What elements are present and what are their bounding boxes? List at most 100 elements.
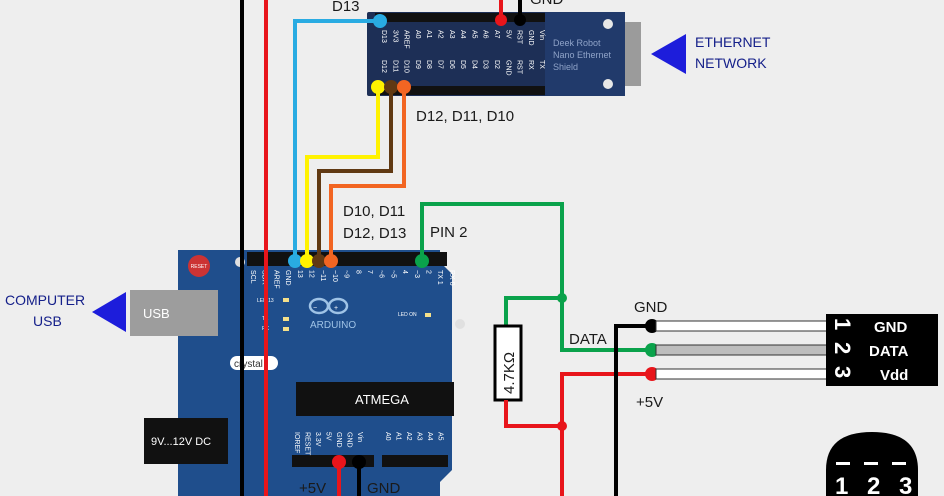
reset-label: RESET [191,264,208,270]
shield-brand-line2: Nano Ethernet [553,50,612,60]
label-plus5v-right: +5V [636,394,663,411]
shield-top-pin-label: A5 [470,30,477,39]
shield-bottom-pin-label: RST [516,60,523,75]
label-gnd-bottom: GND [367,480,401,496]
sensor-vdd-wire [504,372,652,428]
label-pin2: PIN 2 [430,224,468,241]
label-gnd-top: GND [530,0,564,8]
digital-pin-label: ~11 [319,270,326,281]
computer-label-line2: USB [33,313,62,329]
digital-pin-label: 8 [354,270,361,274]
power-pin-label: 5V [325,432,332,441]
sensor-pin-vdd: Vdd [880,367,908,384]
digital-pin-label: ~3 [413,270,420,278]
atmega-chip [296,382,454,416]
analog-pin-label: A2 [405,432,412,441]
sensor-front-numbers: 1 2 3 [835,473,918,496]
power-pin-label: Vin [356,432,363,442]
usb-label: USB [143,306,170,321]
sensor-leads [655,320,829,380]
resistor-top-wire [504,296,562,326]
digital-pin-label: 7 [366,270,373,274]
sensor-gnd-wire [614,324,652,496]
led-on-label: LED ON [398,312,417,318]
arduino-board: RESET SCLSDAAREFGND1312~11~10~987~6~54~3… [130,250,465,496]
power-jack-label: 9V...12V DC [151,436,211,448]
d13-wire [293,19,380,261]
power-pin-label: RESET [304,432,311,456]
shield-bottom-pin-label: RX [527,60,534,70]
digital-pin-label: TX 1 [436,270,443,285]
digital-pin-label: AREF [272,270,279,289]
digital-pin-label: ~10 [331,270,338,282]
shield-top-pin-label: A1 [425,30,432,39]
label-d12-d13: D12, D13 [343,225,406,242]
shield-bottom-pin-label: D11 [391,60,398,72]
atmega-label: ATMEGA [355,392,409,407]
power-pin-label: IOREF [293,432,300,453]
pin2-data-wire [420,202,652,352]
shield-bottom-pin-label: D2 [493,60,500,69]
ethernet-label-line2: NETWORK [695,55,767,71]
analog-pin-label: A1 [395,432,402,441]
shield-top-pin-label: A6 [482,30,489,39]
shield-bottom-pin-label: GND [504,60,511,76]
d11-wire [317,87,393,261]
shield-top-pin-label: D13 [380,30,387,43]
d12-wire [305,87,380,261]
shield-brand-line1: Deek Robot [553,38,601,48]
analog-pin-label: A4 [426,432,433,441]
shield-top-pin-label: A7 [493,30,500,39]
shield-bottom-pin-label: D4 [470,60,477,69]
label-d13: D13 [332,0,360,15]
digital-pin-label: GND [284,270,291,286]
analog-pin-label: A0 [384,432,391,441]
computer-usb-arrow-icon [92,292,126,332]
sensor-pin-data: DATA [869,343,909,360]
shield-top-pin-label: A2 [437,30,444,39]
shield-bottom-pin-label: D6 [448,60,455,69]
shield-top-pin-label: RST [516,30,523,45]
digital-pin-label: 12 [308,270,315,278]
d10-wire [329,87,406,261]
shield-bottom-pin-label: D3 [482,60,489,69]
sensor-pin-gnd: GND [874,319,908,336]
arduino-label: ARDUINO [310,320,356,331]
svg-text:−: − [313,305,317,312]
shield-bottom-pin-label: D10 [403,60,410,73]
label-d12-d11-d10: D12, D11, D10 [416,108,514,125]
power-pin-label: 3.3V [314,432,321,447]
power-pin-label: GND [335,432,342,448]
digital-pin-label: RX 0 [448,270,455,286]
crystal-label: crystal [234,359,263,370]
svg-text:+: + [334,305,338,312]
shield-top-pin-label: A0 [414,30,421,39]
ds18b20-sensor: 1 2 3 GND DATA Vdd [826,314,938,386]
shield-brand-line3: Shield [553,62,578,72]
digital-pin-label: SCL [249,270,256,284]
digital-pin-label: ~9 [343,270,350,278]
digital-pin-label: 4 [401,270,408,274]
reset-button[interactable] [188,255,210,277]
label-plus5v-bottom: +5V [299,480,326,496]
arduino-logo-icon: − + [308,297,349,315]
power-pin-label: GND [346,432,353,448]
label-data: DATA [569,331,607,348]
sensor-num-1: 1 [830,318,855,330]
label-gnd-right: GND [634,299,668,316]
ethernet-arrow-icon [651,34,686,74]
shield-top-pin-label: Vin [538,30,545,40]
digital-pin-label: ~5 [389,270,396,278]
analog-pin-label: A5 [437,432,444,441]
shield-bottom-pin-label: D8 [425,60,432,69]
shield-bottom-pin-label: D7 [437,60,444,69]
shield-top-pin-label: A4 [459,30,466,39]
shield-top-pin-label: AREF [403,30,410,49]
shield-top-pin-label: A3 [448,30,455,39]
label-d10-d11: D10, D11 [343,203,405,220]
